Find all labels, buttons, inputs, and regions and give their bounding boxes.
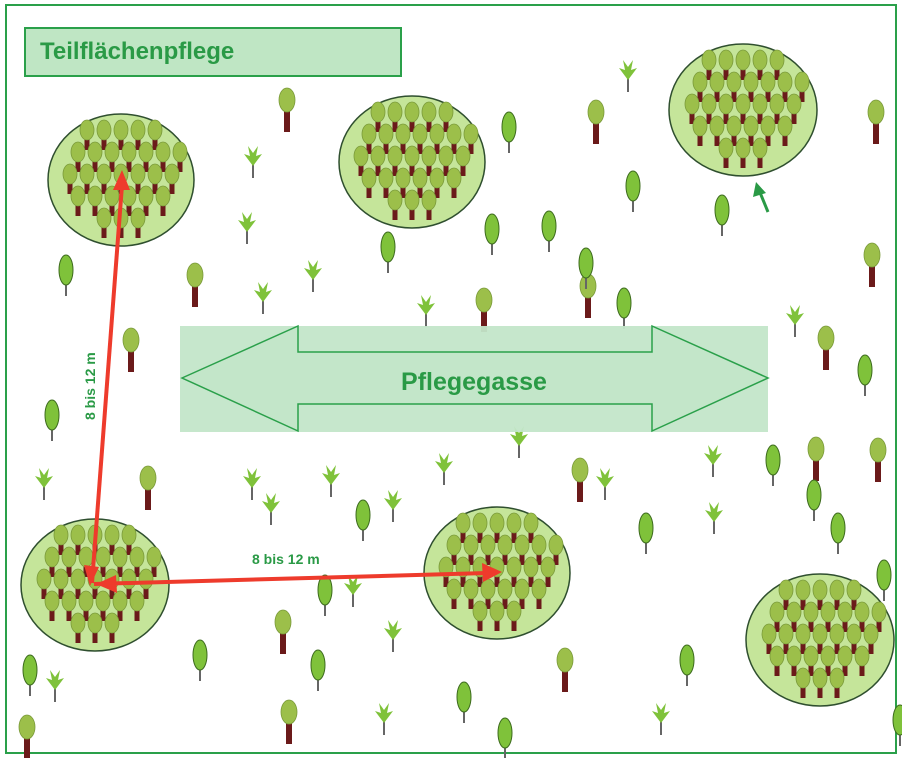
tree-cluster-icon xyxy=(746,574,894,706)
maintenance-lane: Pflegegasse xyxy=(180,326,768,432)
lane-label: Pflegegasse xyxy=(401,368,547,396)
tree-cluster-icon xyxy=(339,96,485,228)
horizontal-distance-label: 8 bis 12 m xyxy=(252,551,320,567)
page-title: Teilflächenpflege xyxy=(24,27,402,77)
tree-cluster-icon xyxy=(669,44,817,176)
vertical-distance-label: 8 bis 12 m xyxy=(82,352,98,420)
